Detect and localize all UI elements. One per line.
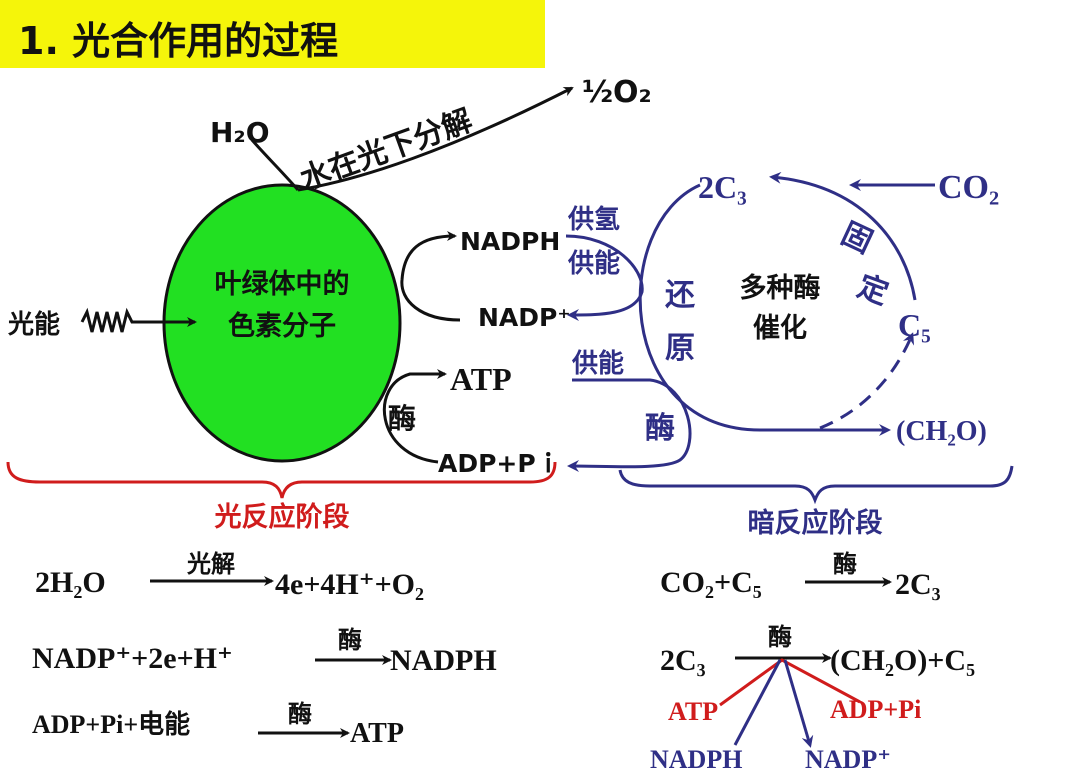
eq1-condition: 光解 xyxy=(186,550,235,578)
dark-atp-label: ATP xyxy=(668,697,718,726)
nadph-line xyxy=(733,659,782,746)
adp-pi-label: ADP+Pｉ xyxy=(438,449,561,478)
fixation-cycle-arc xyxy=(769,171,917,301)
reduction-cycle-arc xyxy=(638,183,891,436)
dark-stage-label: 暗反应阶段 xyxy=(748,507,883,539)
water-label: H₂O xyxy=(210,116,270,149)
water-input-line xyxy=(250,139,300,191)
nadp-label: NADP⁺ xyxy=(478,303,571,332)
eq4-condition: 酶 xyxy=(833,550,857,578)
reduction-label-1: 还 xyxy=(665,278,696,313)
atp-consumption-arrow xyxy=(567,378,692,473)
supply-energy-label-2: 供能 xyxy=(571,348,624,379)
eq4-left: CO₂+C₅ xyxy=(660,566,762,599)
photolysis-label: 水在光下分解 xyxy=(296,103,477,197)
supply-hydrogen-label: 供氢 xyxy=(567,204,620,235)
nadph-formation-arrow xyxy=(400,231,461,322)
eq3-right: ATP xyxy=(350,718,404,749)
c3-label: 2C₃ xyxy=(698,169,747,205)
c5-label: C₅ xyxy=(898,307,931,343)
fixation-label-2: 定 xyxy=(853,269,893,312)
pigment-label-1: 叶绿体中的 xyxy=(215,268,350,300)
eq2-right: NADPH xyxy=(390,644,497,677)
eq2-condition: 酶 xyxy=(338,626,362,654)
atp-formation-arrow xyxy=(382,369,447,464)
page-title: 1. 光合作用的过程 xyxy=(18,19,338,63)
title-highlight xyxy=(0,0,545,68)
ch2o-label: (CH₂O) xyxy=(896,416,987,447)
photolysis-arrow xyxy=(297,86,574,192)
pigment-label-2: 色素分子 xyxy=(228,310,336,342)
reduction-label-2: 原 xyxy=(665,331,695,366)
eq4-right: 2C₃ xyxy=(895,568,941,601)
eq5-condition: 酶 xyxy=(768,623,792,651)
c5-regeneration-arrow xyxy=(819,332,914,430)
light-wave-arrow xyxy=(80,307,197,333)
catalysis-label-1: 多种酶 xyxy=(740,273,821,304)
dark-nadph-label: NADPH xyxy=(650,745,742,774)
co2-label: CO₂ xyxy=(938,169,999,206)
atp-adp-lines xyxy=(719,658,861,707)
eq3-left: ADP+Pi+电能 xyxy=(32,709,190,739)
enzyme-label-light: 酶 xyxy=(388,402,416,435)
catalysis-label-2: 催化 xyxy=(753,313,807,344)
atp-label: ATP xyxy=(450,361,512,397)
supply-energy-label-1: 供能 xyxy=(567,248,620,279)
dark-stage-brace xyxy=(618,465,1014,505)
light-stage-label: 光反应阶段 xyxy=(214,501,350,533)
nadp-line xyxy=(783,659,814,748)
eq1-left: 2H₂O xyxy=(35,566,106,599)
fixation-label-1: 固 xyxy=(836,216,878,260)
eq5-right: (CH₂O)+C₅ xyxy=(830,644,975,677)
light-stage-brace xyxy=(6,461,557,499)
eq3-condition: 酶 xyxy=(288,700,312,728)
nadph-label: NADPH xyxy=(460,227,560,256)
eq5-left: 2C₃ xyxy=(660,644,706,677)
eq2-left: NADP⁺+2e+H⁺ xyxy=(32,642,233,675)
light-energy-label: 光能 xyxy=(7,309,60,340)
enzyme-label-dark: 酶 xyxy=(645,411,675,446)
dark-adp-pi-label: ADP+Pi xyxy=(830,695,921,724)
eq1-right: 4e+4H⁺+O₂ xyxy=(275,568,424,601)
dark-nadp-label: NADP⁺ xyxy=(805,745,891,774)
nadph-consumption-arrow xyxy=(565,234,644,321)
oxygen-label: ½O₂ xyxy=(582,75,652,110)
